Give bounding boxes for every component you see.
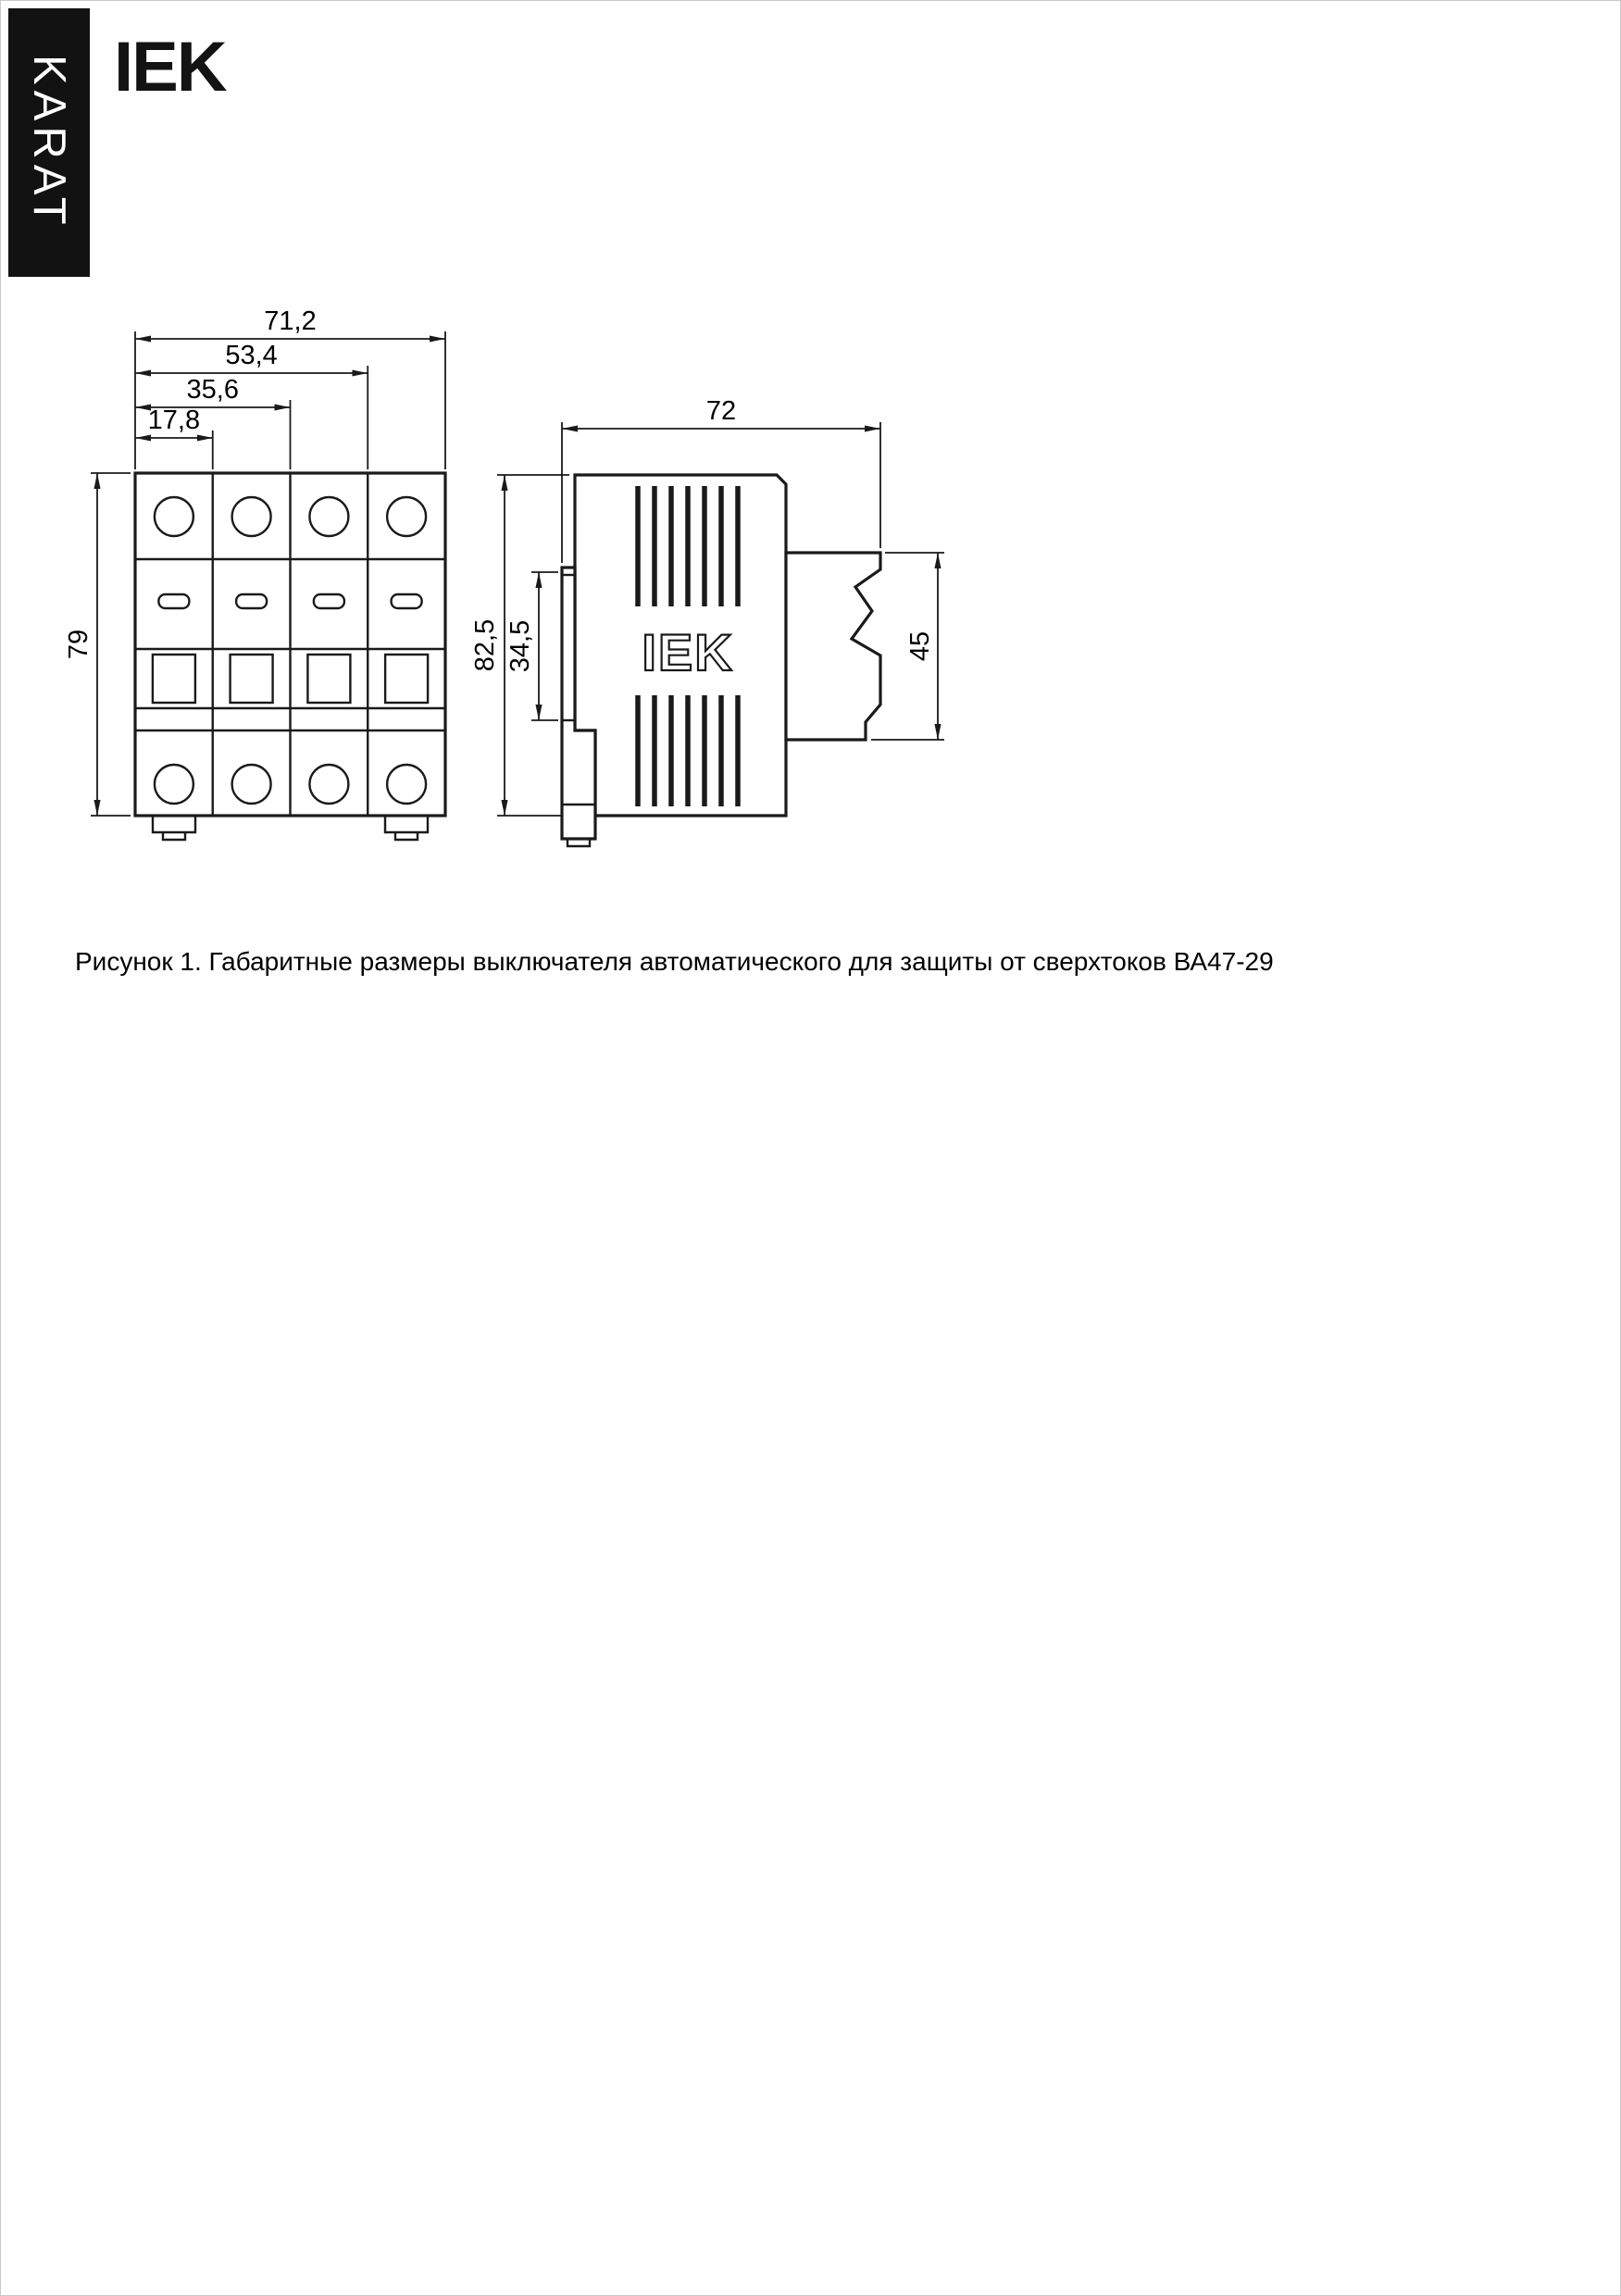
screw-circle (308, 763, 350, 805)
side-iek-logo: IEK (642, 623, 733, 681)
toggle-handle (383, 653, 430, 705)
side-vent-slots-top (635, 486, 741, 606)
dim-label-total-width: 71,2 (264, 306, 316, 336)
side-dimension-lines (501, 425, 941, 816)
screw-circle (153, 763, 195, 805)
dim-label-side-height: 82,5 (470, 619, 500, 671)
screw-circle (231, 763, 272, 805)
label-window (312, 593, 346, 610)
front-bottom-terminal-screws (153, 763, 428, 805)
side-din-mount (560, 566, 597, 841)
screw-circle (231, 495, 272, 538)
front-din-clips (151, 816, 430, 842)
dim-label-rail-height: 34,5 (505, 620, 535, 672)
front-toggle-handles (151, 653, 430, 705)
label-window (157, 593, 191, 610)
side-vent-slots-bottom (635, 695, 741, 806)
toggle-handle (306, 653, 352, 705)
dim-label-width-2: 35,6 (187, 375, 239, 405)
screw-circle (385, 495, 428, 538)
label-window (234, 593, 268, 610)
screw-circle (308, 495, 350, 538)
front-module-dividers (135, 473, 445, 816)
iek-logo: IEK (114, 28, 228, 106)
side-dimension-labels: 72 82,5 34,5 45 (470, 396, 935, 672)
dim-label-width-1: 17,8 (148, 406, 200, 435)
dim-label-terminal-height: 45 (905, 631, 935, 661)
din-clip-foot (161, 832, 187, 842)
din-clip-foot (393, 832, 419, 842)
front-top-terminal-screws (153, 495, 428, 538)
toggle-handle (229, 653, 274, 705)
screw-circle (385, 763, 428, 805)
toggle-handle (151, 653, 197, 705)
dim-label-width-3: 53,4 (225, 341, 277, 370)
label-window (390, 593, 423, 610)
front-dimension-lines (94, 335, 445, 816)
din-clip (383, 816, 430, 834)
screw-circle (153, 495, 195, 538)
side-terminal-block (784, 551, 882, 742)
din-clip (151, 816, 197, 834)
side-din-details (562, 573, 595, 848)
front-extension-lines (91, 331, 446, 817)
karat-banner-label: KARAT (24, 55, 74, 231)
dim-label-front-height: 79 (64, 630, 94, 659)
karat-banner: KARAT (8, 8, 90, 277)
dim-label-side-width: 72 (706, 396, 736, 426)
front-view: 71,2 53,4 35,6 17,8 79 (64, 306, 447, 842)
side-view: 72 82,5 34,5 45 (470, 396, 944, 848)
front-dimension-labels: 71,2 53,4 35,6 17,8 79 (64, 306, 317, 659)
figure-caption: Рисунок 1. Габаритные размеры выключател… (75, 947, 1274, 976)
front-label-windows (157, 593, 423, 610)
side-extension-lines (497, 422, 944, 817)
